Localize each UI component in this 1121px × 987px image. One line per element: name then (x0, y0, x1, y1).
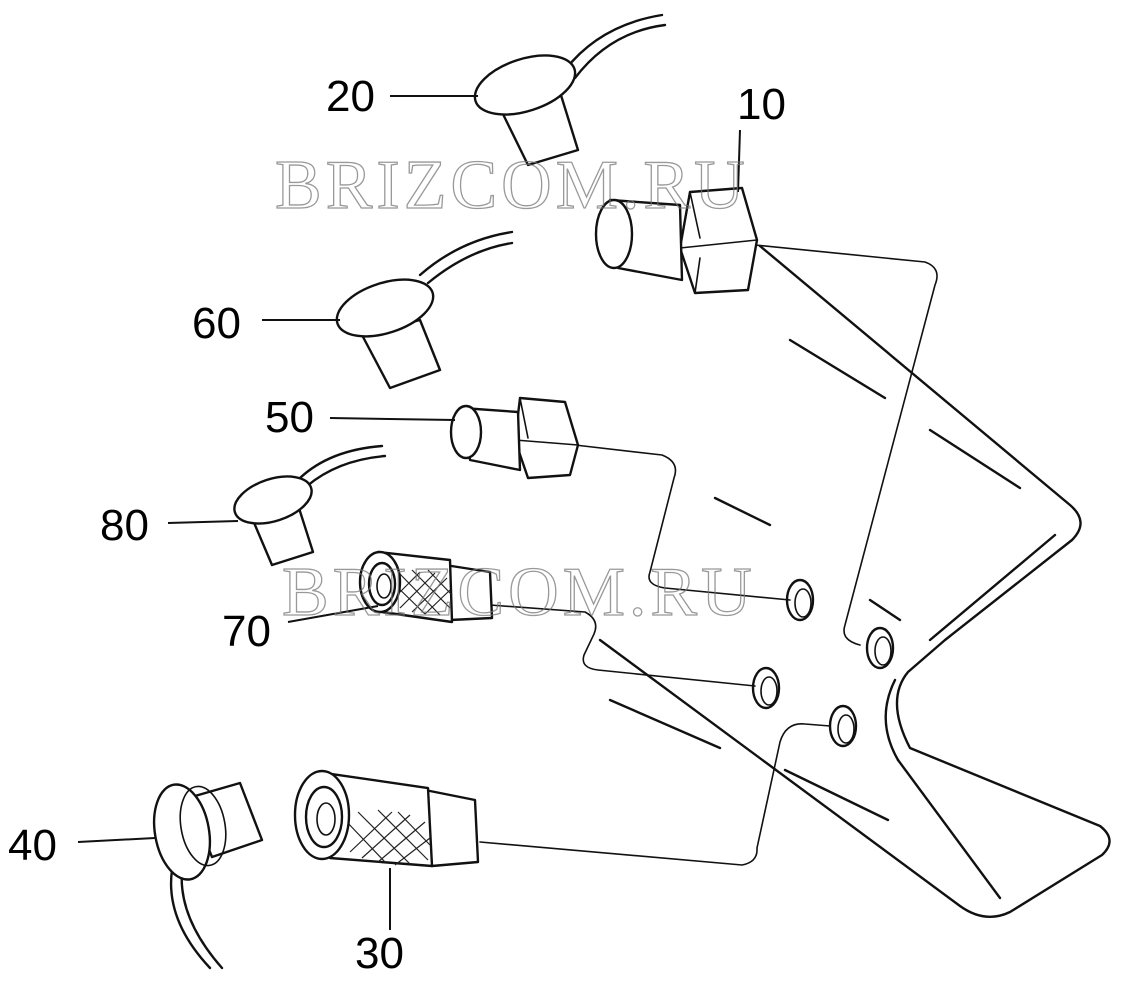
part-80-sealing-cap (233, 444, 387, 567)
mounting-hole-b (865, 626, 895, 670)
part-60-sealing-cap (335, 230, 514, 390)
mounting-hole-a (785, 578, 815, 622)
part-10-hex-fitting (594, 186, 759, 295)
callout-60: 60 (192, 299, 241, 348)
callout-30: 30 (355, 929, 404, 978)
watermark-middle: BRIZCOM.RU (282, 554, 756, 631)
leader-lines (77, 95, 741, 930)
mounting-bracket (598, 244, 1111, 918)
assembly-path-lines (479, 244, 938, 866)
callout-70: 70 (222, 607, 271, 656)
callout-20: 20 (326, 72, 375, 121)
callout-40: 40 (8, 821, 57, 870)
part-40-sealing-cap (152, 781, 264, 970)
part-70-knurled-nut (358, 550, 494, 624)
part-30-knurled-nut (293, 769, 480, 868)
mounting-hole-d (828, 704, 858, 748)
callout-50: 50 (265, 393, 314, 442)
part-50-hex-fitting (449, 396, 580, 480)
part-20-sealing-cap (473, 13, 667, 167)
callout-80: 80 (100, 501, 149, 550)
mounting-hole-c (751, 666, 781, 710)
callout-10: 10 (737, 80, 786, 129)
watermarks: BRIZCOM.RU BRIZCOM.RU (274, 146, 756, 631)
callout-labels: 20 10 60 50 80 70 40 30 (8, 72, 786, 978)
watermark-top: BRIZCOM.RU (275, 147, 749, 224)
